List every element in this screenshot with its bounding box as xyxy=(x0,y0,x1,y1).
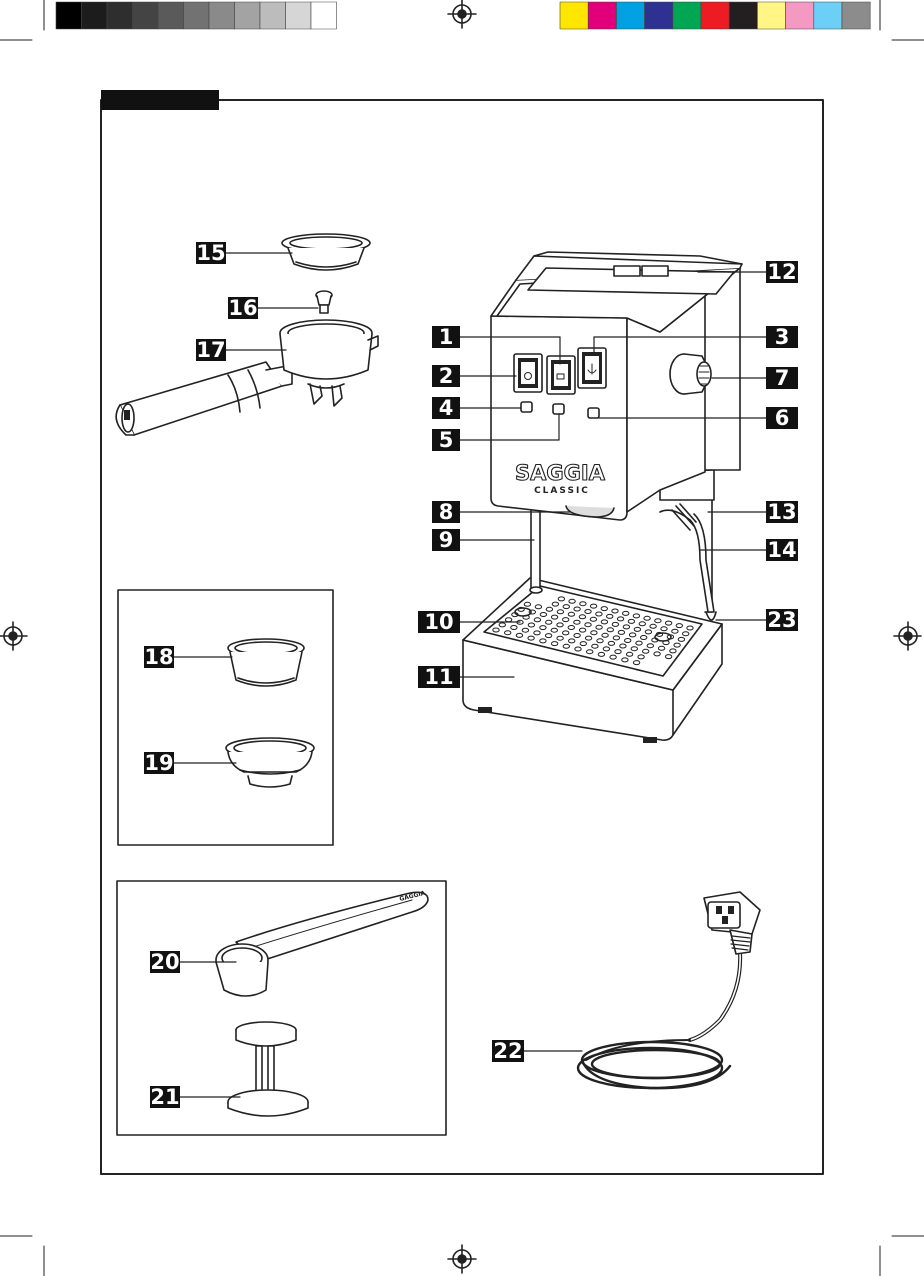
color-swatch xyxy=(814,2,842,29)
label-14: 14 xyxy=(766,539,798,561)
label-1: 1 xyxy=(432,326,460,348)
espresso-machine: SAGGIA CLASSIC xyxy=(463,252,742,743)
label-18: 18 xyxy=(144,646,174,668)
label-13: 13 xyxy=(766,501,798,523)
label-16: 16 xyxy=(228,297,258,319)
color-swatch xyxy=(729,2,757,29)
measuring-scoop-20: GAGGIA xyxy=(216,890,428,996)
color-swatch xyxy=(560,2,588,29)
machine-brand-name: SAGGIA xyxy=(515,461,606,485)
color-swatch xyxy=(645,2,673,29)
machine-model-name: CLASSIC xyxy=(534,486,590,496)
label-6: 6 xyxy=(766,407,798,429)
grayscale-registration-strip xyxy=(56,2,337,29)
label-20: 20 xyxy=(150,951,180,973)
label-11: 11 xyxy=(418,666,460,688)
basket-pin-16 xyxy=(316,291,332,313)
registration-mark-left xyxy=(0,622,27,650)
iec-connector xyxy=(704,892,760,954)
label-12: 12 xyxy=(766,261,798,283)
steam-switch xyxy=(578,348,606,388)
label-22: 22 xyxy=(492,1040,524,1062)
gray-swatch xyxy=(311,2,337,29)
water-column xyxy=(531,505,540,590)
power-cord-22 xyxy=(578,892,760,1088)
accessory-box-baskets xyxy=(118,590,333,845)
gray-swatch xyxy=(82,2,108,29)
registration-mark-right xyxy=(894,622,921,650)
gray-swatch xyxy=(209,2,235,29)
label-10: 10 xyxy=(418,611,460,633)
filter-basket-19 xyxy=(226,738,314,787)
label-21: 21 xyxy=(150,1086,180,1108)
color-swatch xyxy=(616,2,644,29)
filter-basket-15 xyxy=(282,234,370,270)
label-5: 5 xyxy=(432,429,460,451)
label-2: 2 xyxy=(432,365,460,387)
color-registration-strip xyxy=(560,2,870,29)
gray-swatch xyxy=(235,2,261,29)
frame-tab xyxy=(101,90,219,110)
gray-swatch xyxy=(286,2,312,29)
label-9: 9 xyxy=(432,529,460,551)
color-swatch xyxy=(588,2,616,29)
label-7: 7 xyxy=(766,367,798,389)
portafilter-17 xyxy=(116,320,378,435)
tamper-21 xyxy=(228,1022,308,1116)
gray-swatch xyxy=(260,2,286,29)
label-8: 8 xyxy=(432,501,460,523)
filter-basket-18 xyxy=(228,639,304,686)
gray-swatch xyxy=(158,2,184,29)
lamp-power xyxy=(521,402,532,412)
label-3: 3 xyxy=(766,326,798,348)
registration-mark-bottom xyxy=(448,1245,476,1273)
label-19: 19 xyxy=(144,752,174,774)
gray-swatch xyxy=(107,2,133,29)
registration-mark-top xyxy=(448,0,476,28)
color-swatch xyxy=(673,2,701,29)
gray-swatch xyxy=(56,2,82,29)
lamp-brew xyxy=(553,404,564,414)
gray-swatch xyxy=(184,2,210,29)
label-4: 4 xyxy=(432,397,460,419)
color-swatch xyxy=(757,2,785,29)
color-swatch xyxy=(842,2,870,29)
label-15: 15 xyxy=(196,242,226,264)
color-swatch xyxy=(701,2,729,29)
lamp-steam xyxy=(588,408,599,418)
color-swatch xyxy=(786,2,814,29)
label-17: 17 xyxy=(196,339,226,361)
brew-switch xyxy=(547,356,575,394)
power-switch xyxy=(514,354,542,392)
gray-swatch xyxy=(133,2,159,29)
label-23: 23 xyxy=(766,609,798,631)
